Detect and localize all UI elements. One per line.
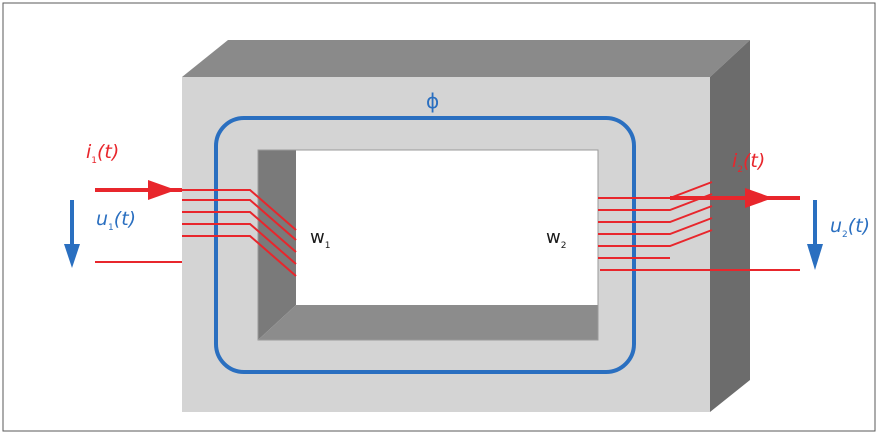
w2-label: w2 [546,227,566,251]
i1-label: i1(t) [86,141,119,166]
window-bottom-depth [258,305,598,340]
primary-winding [182,189,297,277]
u1-label: u1(t) [96,208,136,233]
w1-label: w1 [310,227,330,251]
u2-arrow-head [807,244,823,270]
i2-label: i2(t) [732,150,765,175]
window-left-depth [258,150,296,340]
u1-arrow-head [64,244,80,268]
u2-label: u2(t) [830,215,870,240]
core-side-face [710,40,750,412]
core-top-face [182,40,750,77]
i1-arrow-head [148,180,176,200]
i2-arrow-head [745,188,773,208]
flux-label: ϕ [426,89,439,113]
